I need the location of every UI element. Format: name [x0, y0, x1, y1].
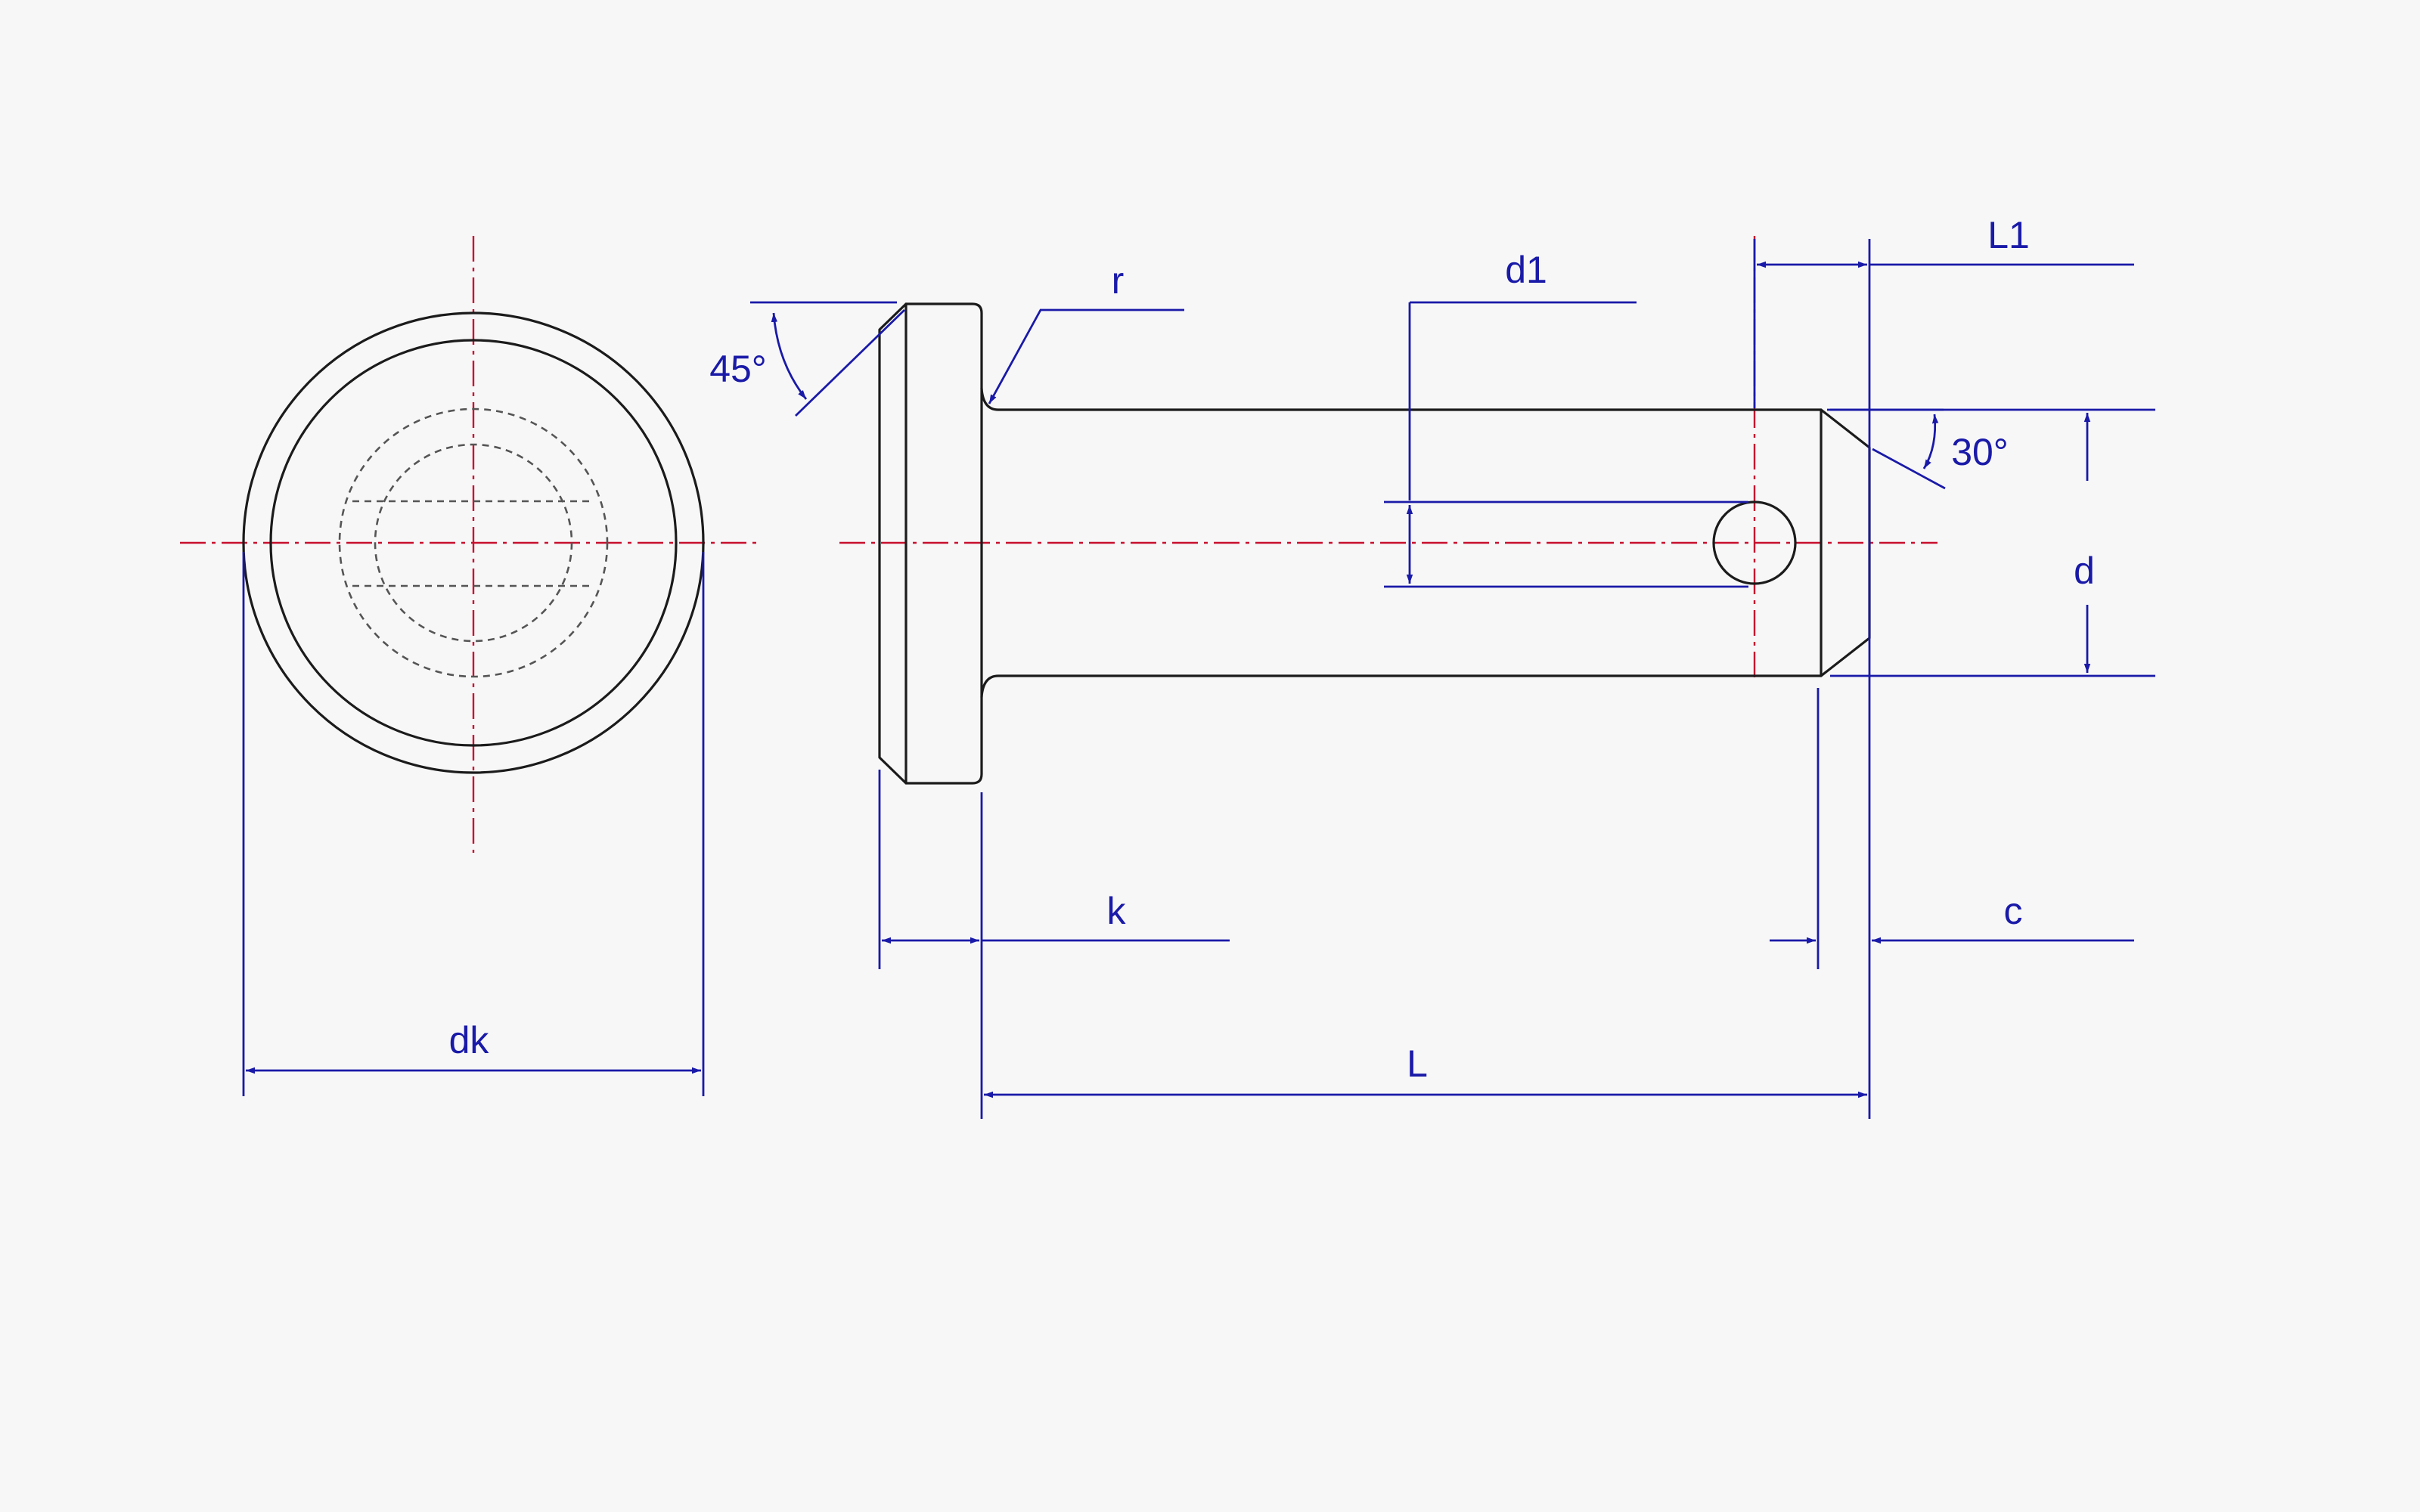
dimension-L: L	[984, 1043, 1867, 1098]
dimension-r: r	[988, 259, 1184, 404]
dimension-dk: dk	[242, 552, 705, 1096]
dimension-d: d	[1830, 408, 2155, 677]
end-view-hidden-circle-inner	[374, 443, 573, 643]
dk-label: dk	[449, 1019, 490, 1061]
d-label: d	[2074, 550, 2095, 592]
head-angle-label: 45°	[709, 348, 767, 390]
dimension-c: c	[1770, 688, 2134, 969]
tip-angle-label: 30°	[1951, 431, 2009, 473]
end-view-hidden-circle-outer	[338, 407, 609, 678]
dimension-L1: L1	[1753, 214, 2134, 1119]
c-label: c	[2004, 890, 2023, 932]
tip-angle-arc	[1922, 414, 1939, 469]
L-label: L	[1407, 1043, 1428, 1085]
dimension-k: k	[878, 770, 1230, 1119]
dimension-head-chamfer-angle: 45°	[709, 301, 905, 417]
d1-label: d1	[1505, 249, 1547, 291]
head-angle-arc	[771, 312, 808, 400]
end-view-inner-circle	[269, 339, 678, 747]
pin-head	[878, 302, 983, 785]
cross-hole	[1712, 500, 1797, 585]
end-view-outer-circle	[242, 311, 705, 774]
tip-angle-chamfer-extension	[1872, 448, 1946, 490]
side-view	[839, 236, 1938, 785]
L1-label: L1	[1987, 214, 2030, 256]
dimension-tip-chamfer-angle: 30°	[1827, 408, 2009, 490]
k-label: k	[1107, 890, 1127, 932]
dimension-d1: d1	[1384, 249, 1748, 588]
r-leader	[988, 308, 1184, 404]
r-label: r	[1112, 259, 1125, 302]
end-view	[180, 236, 762, 853]
head-angle-chamfer-extension	[795, 308, 905, 417]
